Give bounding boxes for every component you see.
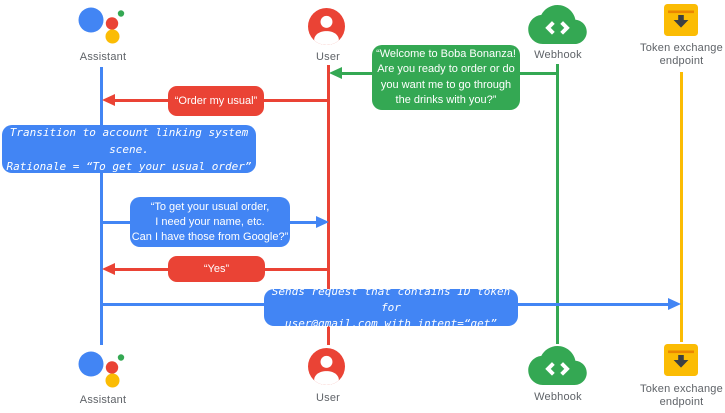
transition-line1: Transition to account linking system sce… — [9, 125, 249, 156]
welcome-line3: you want me to go through — [380, 78, 512, 91]
get-info-line1: “To get your usual order, — [150, 200, 270, 213]
lifeline-assistant — [100, 67, 103, 345]
lifeline-webhook — [556, 64, 559, 344]
user-icon — [308, 8, 345, 45]
yes-arrowhead-icon — [102, 263, 115, 275]
welcome-line2: Are you ready to order or do — [377, 63, 515, 75]
assistant-icon — [78, 7, 125, 44]
token-endpoint-label-bottom: Token exchange endpoint — [633, 383, 725, 409]
request-line2: user@gmail.com with intent=“get” — [285, 316, 497, 330]
lifeline-token-endpoint — [680, 72, 683, 342]
user-icon — [308, 348, 345, 385]
welcome-arrowhead-icon — [329, 67, 342, 79]
get-info-message-bubble: “To get your usual order, I need your na… — [130, 197, 290, 247]
webhook-label-bottom: Webhook — [534, 391, 582, 403]
token-endpoint-label-line1: Token exchange — [640, 383, 723, 395]
token-endpoint-label-line1: Token exchange — [640, 42, 723, 54]
token-endpoint-label-line2: endpoint — [659, 55, 704, 67]
webhook-icon — [528, 5, 587, 44]
transition-note: Transition to account linking system sce… — [2, 125, 256, 173]
user-label-top: User — [315, 51, 341, 63]
token-endpoint-label-line2: endpoint — [659, 396, 704, 408]
order-message-bubble: “Order my usual” — [168, 86, 264, 116]
transition-line2: Rationale = “To get your usual order” — [6, 159, 252, 173]
request-line1: Sends request that contains ID token for — [271, 284, 511, 314]
welcome-line4: the drinks with you?” — [395, 94, 497, 106]
assistant-icon — [78, 351, 125, 388]
user-label-bottom: User — [315, 392, 341, 404]
request-arrowhead-icon — [668, 298, 681, 310]
token-endpoint-icon — [664, 4, 698, 36]
order-arrowhead-icon — [102, 94, 115, 106]
webhook-label-top: Webhook — [534, 49, 582, 61]
get-info-arrowhead-icon — [316, 216, 329, 228]
request-note: Sends request that contains ID token for… — [264, 285, 518, 330]
token-endpoint-icon — [664, 344, 698, 376]
token-endpoint-label-top: Token exchange endpoint — [633, 42, 725, 68]
welcome-line1: “Welcome to Boba Bonanza! — [376, 47, 516, 60]
assistant-label-bottom: Assistant — [79, 394, 127, 406]
lifeline-user — [327, 65, 330, 345]
get-info-line3: Can I have those from Google?” — [131, 230, 289, 243]
yes-message-bubble: “Yes” — [168, 256, 265, 282]
welcome-message-bubble: “Welcome to Boba Bonanza! Are you ready … — [372, 45, 520, 110]
get-info-line2: I need your name, etc. — [155, 215, 265, 228]
webhook-icon — [528, 346, 587, 385]
assistant-label-top: Assistant — [79, 51, 127, 63]
